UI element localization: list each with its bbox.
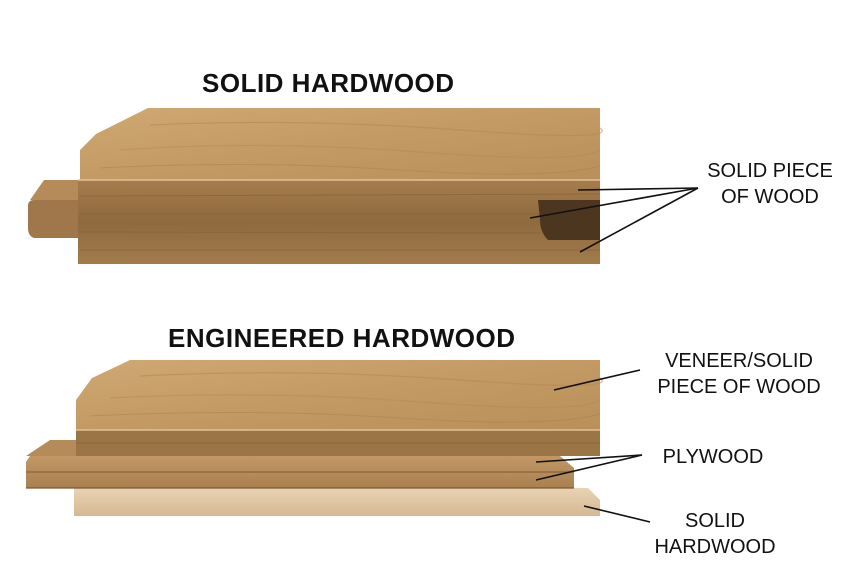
veneer-leader-line <box>553 369 641 391</box>
solid-hardwood-label-line2: HARDWOOD <box>654 536 776 558</box>
plywood-label: PLYWOOD <box>662 446 764 468</box>
veneer-label-line1: VENEER/SOLID <box>665 350 813 372</box>
veneer-label: VENEER/SOLID PIECE OF WOOD <box>648 348 830 400</box>
engineered-hardwood-plank <box>26 360 603 516</box>
solid-piece-label: SOLID PIECE OF WOOD <box>700 158 840 210</box>
solid-piece-label-line2: OF WOOD <box>721 186 819 208</box>
solid-hardwood-title: SOLID HARDWOOD <box>202 68 455 98</box>
solid-hardwood-leader-line <box>583 505 651 523</box>
solid-hardwood-label-line1: SOLID <box>684 510 746 532</box>
solid-piece-label-line1: SOLID PIECE <box>707 160 833 182</box>
solid-hardwood-plank <box>28 108 603 264</box>
veneer-label-line2: PIECE OF WOOD <box>657 376 821 398</box>
engineered-hardwood-title: ENGINEERED HARDWOOD <box>168 323 516 353</box>
plywood-leader-lines <box>535 454 643 481</box>
solid-hardwood-label: SOLID HARDWOOD <box>640 508 790 560</box>
solid-piece-leader-lines <box>529 187 699 253</box>
